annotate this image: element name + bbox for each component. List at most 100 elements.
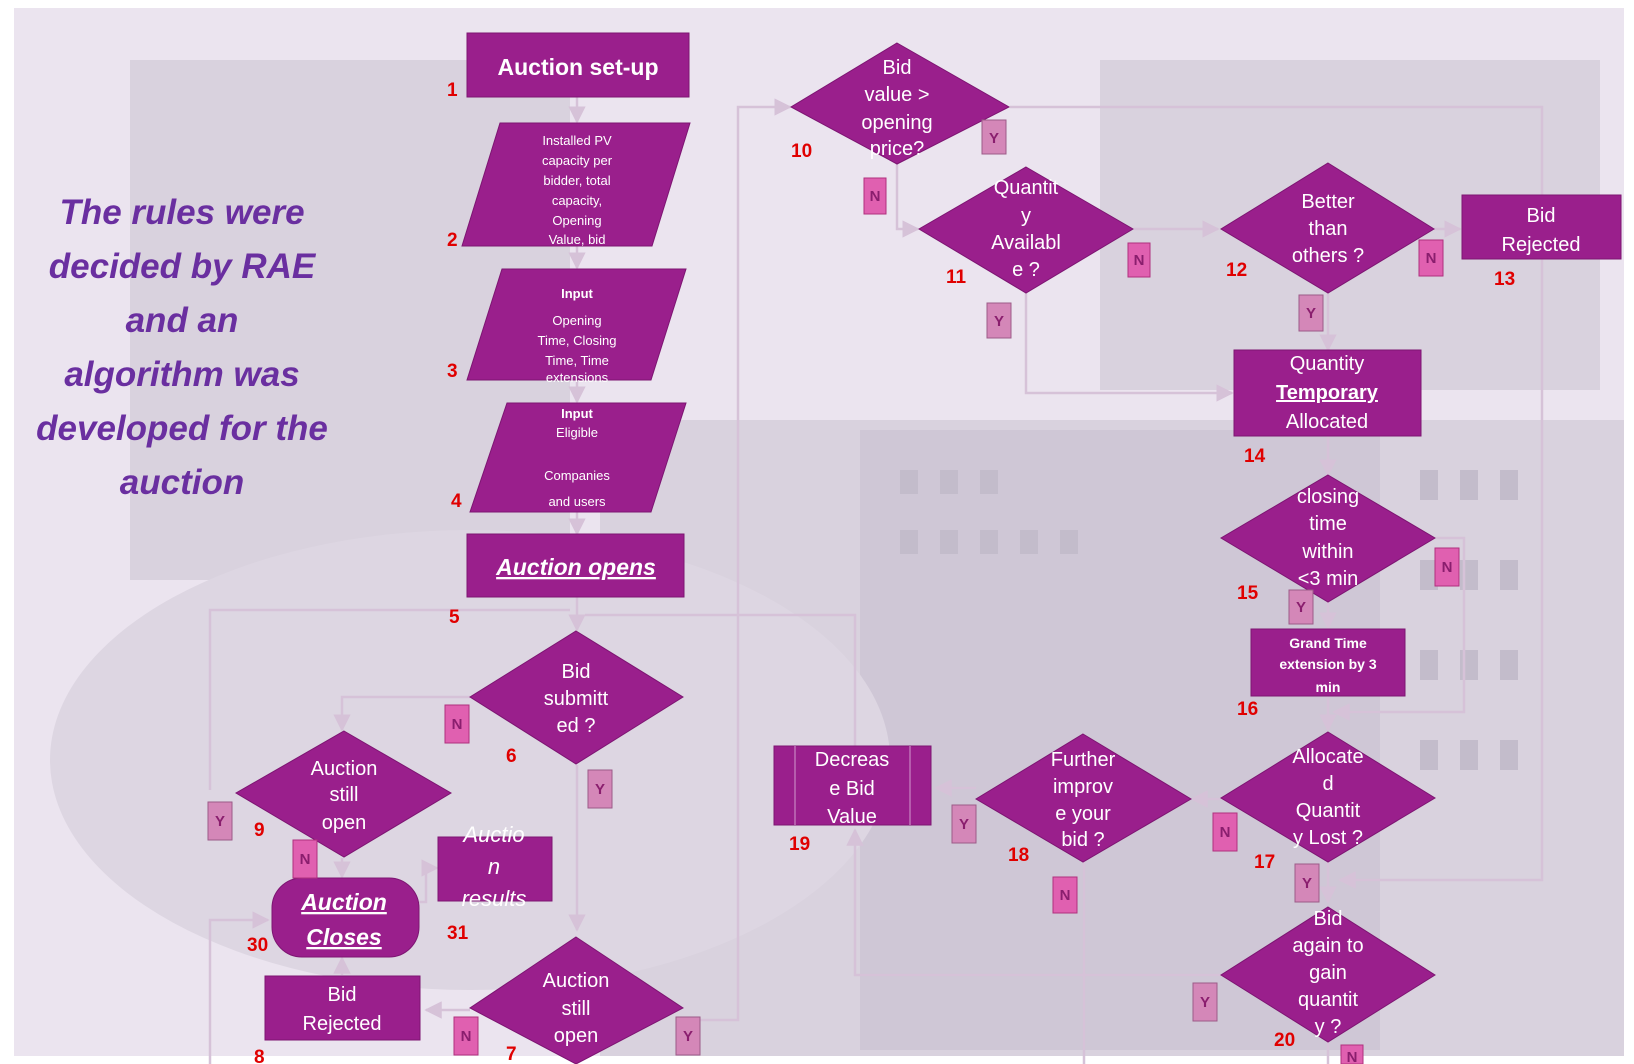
rules-line: developed for the [36, 409, 328, 448]
step-number: 1 [447, 80, 458, 101]
rules-line: and an [126, 301, 239, 340]
step-number: 18 [1008, 845, 1029, 866]
input-parallelogram [461, 122, 691, 247]
step-number: 7 [506, 1044, 517, 1064]
process-box [466, 32, 690, 98]
node-label: gain [1309, 962, 1347, 984]
node-label: d [1322, 773, 1333, 795]
node-label: Rejected [303, 1013, 382, 1035]
decision-diamond [918, 166, 1134, 294]
node-label: improv [1053, 776, 1113, 798]
node-label: open [554, 1025, 599, 1047]
svg-text:N: N [300, 851, 311, 868]
step-number: 4 [451, 491, 462, 512]
node-label: Further [1051, 749, 1116, 771]
process-box [264, 975, 421, 1041]
step-number: 31 [447, 923, 469, 944]
node-label: Quantit [1296, 800, 1361, 822]
svg-text:N: N [452, 716, 463, 733]
svg-text:Y: Y [215, 813, 225, 830]
node-label: Eligible [556, 425, 598, 440]
node-label: Bid [562, 661, 591, 683]
node-label: Allocated [1286, 411, 1368, 433]
document-box [437, 836, 553, 902]
process-box [1461, 194, 1622, 260]
svg-text:Y: Y [1296, 599, 1306, 616]
node-label: Installed PV [542, 133, 612, 148]
terminator [271, 877, 420, 958]
svg-text:Y: Y [1302, 875, 1312, 892]
node-label: open [322, 812, 367, 834]
svg-text:Y: Y [989, 130, 999, 147]
node-2: Installed PV capacity per bidder, total … [447, 122, 691, 251]
node-label: bid ? [1061, 829, 1104, 851]
step-number: 9 [254, 820, 265, 841]
node-20: Bid again to gain quantit y ? 20 [1220, 906, 1436, 1051]
node-label: ed ? [557, 715, 596, 737]
rules-line: auction [120, 463, 244, 502]
no-tag: N [1212, 812, 1238, 852]
connectors [208, 97, 1544, 1064]
node-18: Further improv e your bid ? 18 [975, 733, 1192, 866]
node-8: Bid Rejected 8 [254, 975, 421, 1064]
step-number: 8 [254, 1047, 265, 1064]
no-tag: N [863, 177, 887, 215]
rules-caption: The rules were decided by RAE and an alg… [36, 193, 328, 502]
node-label: Auction [543, 970, 610, 992]
node-label: again to [1292, 935, 1363, 957]
node-13: Bid Rejected 13 [1461, 194, 1622, 290]
node-label: time [1309, 513, 1347, 535]
node-label: still [562, 998, 591, 1020]
process-box [1233, 349, 1422, 437]
svg-text:Y: Y [994, 313, 1004, 330]
no-tag: N [1052, 876, 1078, 914]
no-tag: N [1434, 547, 1460, 587]
node-19: Decreas e Bid Value 19 [773, 745, 932, 855]
step-number: 12 [1226, 260, 1247, 281]
node-label: Value, bid [549, 232, 606, 247]
node-label: Input [561, 406, 593, 421]
decision-diamond [789, 42, 1011, 165]
node-label: Better [1301, 191, 1355, 213]
svg-text:N: N [1134, 252, 1145, 269]
node-label: Quantit [994, 177, 1059, 199]
decision-diamond [975, 733, 1192, 863]
step-number: 19 [789, 834, 810, 855]
node-label: min [1316, 679, 1341, 695]
svg-text:N: N [870, 188, 881, 205]
node-label: Decreas [815, 749, 889, 771]
decision-tags: Y N N Y N Y N Y N Y Y N Y N N Y Y N N Y [207, 119, 1460, 1064]
node-label: closing [1297, 486, 1359, 508]
node-label: Rejected [1502, 234, 1581, 256]
node-10: Bid value > opening price? 10 [789, 42, 1011, 165]
node-label: e Bid [829, 778, 875, 800]
node-label: results [462, 886, 527, 911]
decision-diamond [469, 936, 684, 1064]
node-label: than [1309, 218, 1348, 240]
node-4: Input Eligible Companies and users 4 [451, 402, 687, 513]
step-number: 3 [447, 361, 458, 382]
node-14: Quantity Temporary Allocated 14 [1233, 349, 1422, 467]
node-label: y Lost ? [1293, 827, 1363, 849]
node-label: opening [861, 112, 932, 134]
yes-tag: Y [675, 1016, 701, 1056]
yes-tag: Y [1192, 982, 1218, 1022]
node-label: Availabl [991, 232, 1061, 254]
no-tag: N [292, 839, 318, 879]
svg-text:Y: Y [1200, 994, 1210, 1011]
node-label: Opening [552, 313, 601, 328]
yes-tag: Y [981, 119, 1007, 155]
node-6: Bid submitt ed ? 6 [469, 630, 684, 767]
input-parallelogram [466, 268, 687, 381]
step-number: 11 [946, 267, 967, 288]
no-tag: N [1340, 1044, 1364, 1064]
step-number: 17 [1254, 852, 1275, 873]
yes-tag: Y [1288, 589, 1314, 625]
rules-line: The rules were [59, 193, 304, 232]
node-label: Bid [1527, 205, 1556, 227]
predefined-process-box [773, 745, 932, 826]
node-label: Opening [552, 213, 601, 228]
svg-text:Y: Y [683, 1028, 693, 1045]
node-label: Bid [883, 57, 912, 79]
